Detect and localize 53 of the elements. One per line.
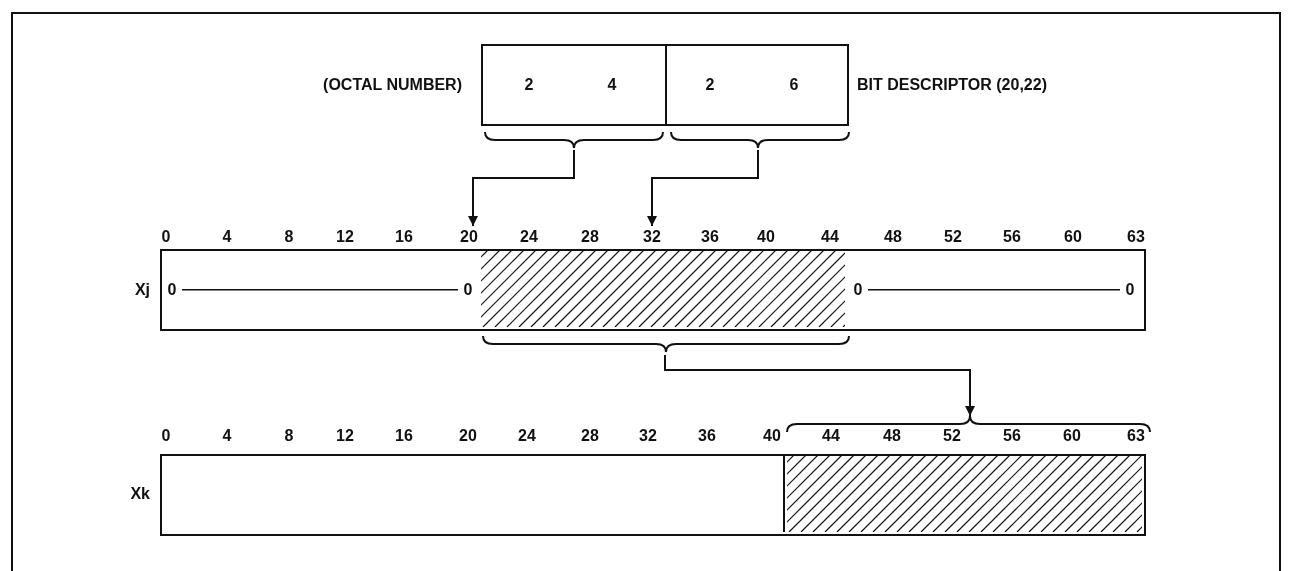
bit-number: 36 bbox=[698, 427, 716, 445]
register-name: Xk bbox=[130, 485, 150, 503]
bit-number: 52 bbox=[943, 427, 961, 445]
register-bar bbox=[160, 454, 1146, 536]
bit-number: 12 bbox=[336, 228, 354, 246]
register-name: Xj bbox=[134, 281, 150, 299]
range-end-value: 0 bbox=[167, 281, 177, 299]
bit-number: 60 bbox=[1063, 427, 1081, 445]
bit-number: 24 bbox=[518, 427, 536, 445]
arrow bbox=[468, 149, 575, 227]
range-end-value: 0 bbox=[463, 281, 473, 299]
caption-text: BIT DESCRIPTOR (20,22) bbox=[857, 76, 1047, 94]
bit-number: 63 bbox=[1127, 228, 1145, 246]
bit-number: 24 bbox=[520, 228, 538, 246]
bit-number: 48 bbox=[884, 228, 902, 246]
bit-number: 28 bbox=[581, 228, 599, 246]
bit-number: 8 bbox=[284, 427, 294, 445]
caption-text: (OCTAL NUMBER) bbox=[323, 76, 462, 94]
octal-digit-cell bbox=[667, 44, 849, 126]
bit-number: 63 bbox=[1127, 427, 1145, 445]
bit-number: 28 bbox=[581, 427, 599, 445]
bit-number: 36 bbox=[701, 228, 719, 246]
bit-number: 40 bbox=[763, 427, 781, 445]
bit-number: 20 bbox=[460, 228, 478, 246]
octal-digit: 6 bbox=[789, 76, 799, 94]
register-bar bbox=[160, 249, 1146, 331]
bit-number: 4 bbox=[222, 228, 232, 246]
bit-number: 0 bbox=[161, 427, 171, 445]
bit-number: 40 bbox=[757, 228, 775, 246]
octal-digit-cell bbox=[481, 44, 667, 126]
octal-digit: 2 bbox=[524, 76, 534, 94]
octal-digit: 4 bbox=[607, 76, 617, 94]
bit-number: 44 bbox=[821, 228, 839, 246]
bit-number: 20 bbox=[459, 427, 477, 445]
bit-number: 0 bbox=[161, 228, 171, 246]
arrow bbox=[664, 354, 975, 417]
bit-number: 48 bbox=[883, 427, 901, 445]
bit-number: 16 bbox=[395, 427, 413, 445]
bit-number: 8 bbox=[284, 228, 294, 246]
bit-number: 32 bbox=[639, 427, 657, 445]
arrow bbox=[647, 149, 759, 227]
range-end-value: 0 bbox=[853, 281, 863, 299]
range-end-value: 0 bbox=[1125, 281, 1135, 299]
bit-number: 44 bbox=[822, 427, 840, 445]
bit-number: 32 bbox=[643, 228, 661, 246]
bit-number: 56 bbox=[1003, 228, 1021, 246]
bit-number: 56 bbox=[1003, 427, 1021, 445]
bit-number: 60 bbox=[1064, 228, 1082, 246]
bit-number: 12 bbox=[336, 427, 354, 445]
octal-digit: 2 bbox=[705, 76, 715, 94]
bit-number: 52 bbox=[944, 228, 962, 246]
bit-number: 16 bbox=[395, 228, 413, 246]
bit-number: 4 bbox=[222, 427, 232, 445]
